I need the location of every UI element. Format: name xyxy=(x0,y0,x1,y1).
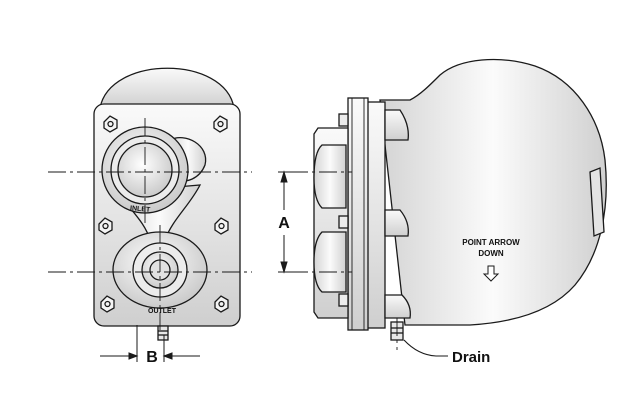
outlet-label: OUTLET xyxy=(148,308,177,315)
side-nameplate xyxy=(589,167,605,237)
point-arrow-label-line2: DOWN xyxy=(478,249,504,258)
side-main-flange xyxy=(347,97,369,331)
bolt-icon xyxy=(214,295,229,313)
side-outlet-nozzle xyxy=(313,231,347,293)
bolt-icon xyxy=(213,115,228,133)
bolt-icon xyxy=(338,215,349,229)
down-arrow-icon xyxy=(482,265,500,282)
side-view xyxy=(313,58,607,341)
front-drain-plug xyxy=(157,325,169,341)
dimension-b-label: B xyxy=(146,349,158,366)
side-float-body xyxy=(379,58,607,326)
drain-label: Drain xyxy=(452,349,490,366)
bolt-icon xyxy=(100,295,115,313)
point-arrow-label-line1: POINT ARROW xyxy=(462,238,520,247)
drain-leader xyxy=(403,339,448,357)
side-mid-lug xyxy=(384,209,409,237)
front-centerlines xyxy=(48,118,252,330)
side-bolts xyxy=(338,113,349,307)
bolt-icon xyxy=(338,293,349,307)
bolt-icon xyxy=(338,113,349,127)
dimension-a xyxy=(278,170,300,274)
dimension-a-label: A xyxy=(278,215,290,232)
front-dome xyxy=(99,67,235,109)
front-view xyxy=(93,67,241,341)
side-centerlines xyxy=(290,171,398,350)
dimension-b xyxy=(100,325,200,362)
side-lower-lug xyxy=(384,294,411,319)
bolt-icon xyxy=(214,217,229,235)
side-inlet-nozzle xyxy=(313,144,347,209)
front-bolts xyxy=(98,115,229,313)
side-upper-lug xyxy=(384,109,409,141)
bolt-icon xyxy=(103,115,118,133)
bolt-icon xyxy=(98,217,113,235)
inlet-label: INLET xyxy=(130,205,151,214)
